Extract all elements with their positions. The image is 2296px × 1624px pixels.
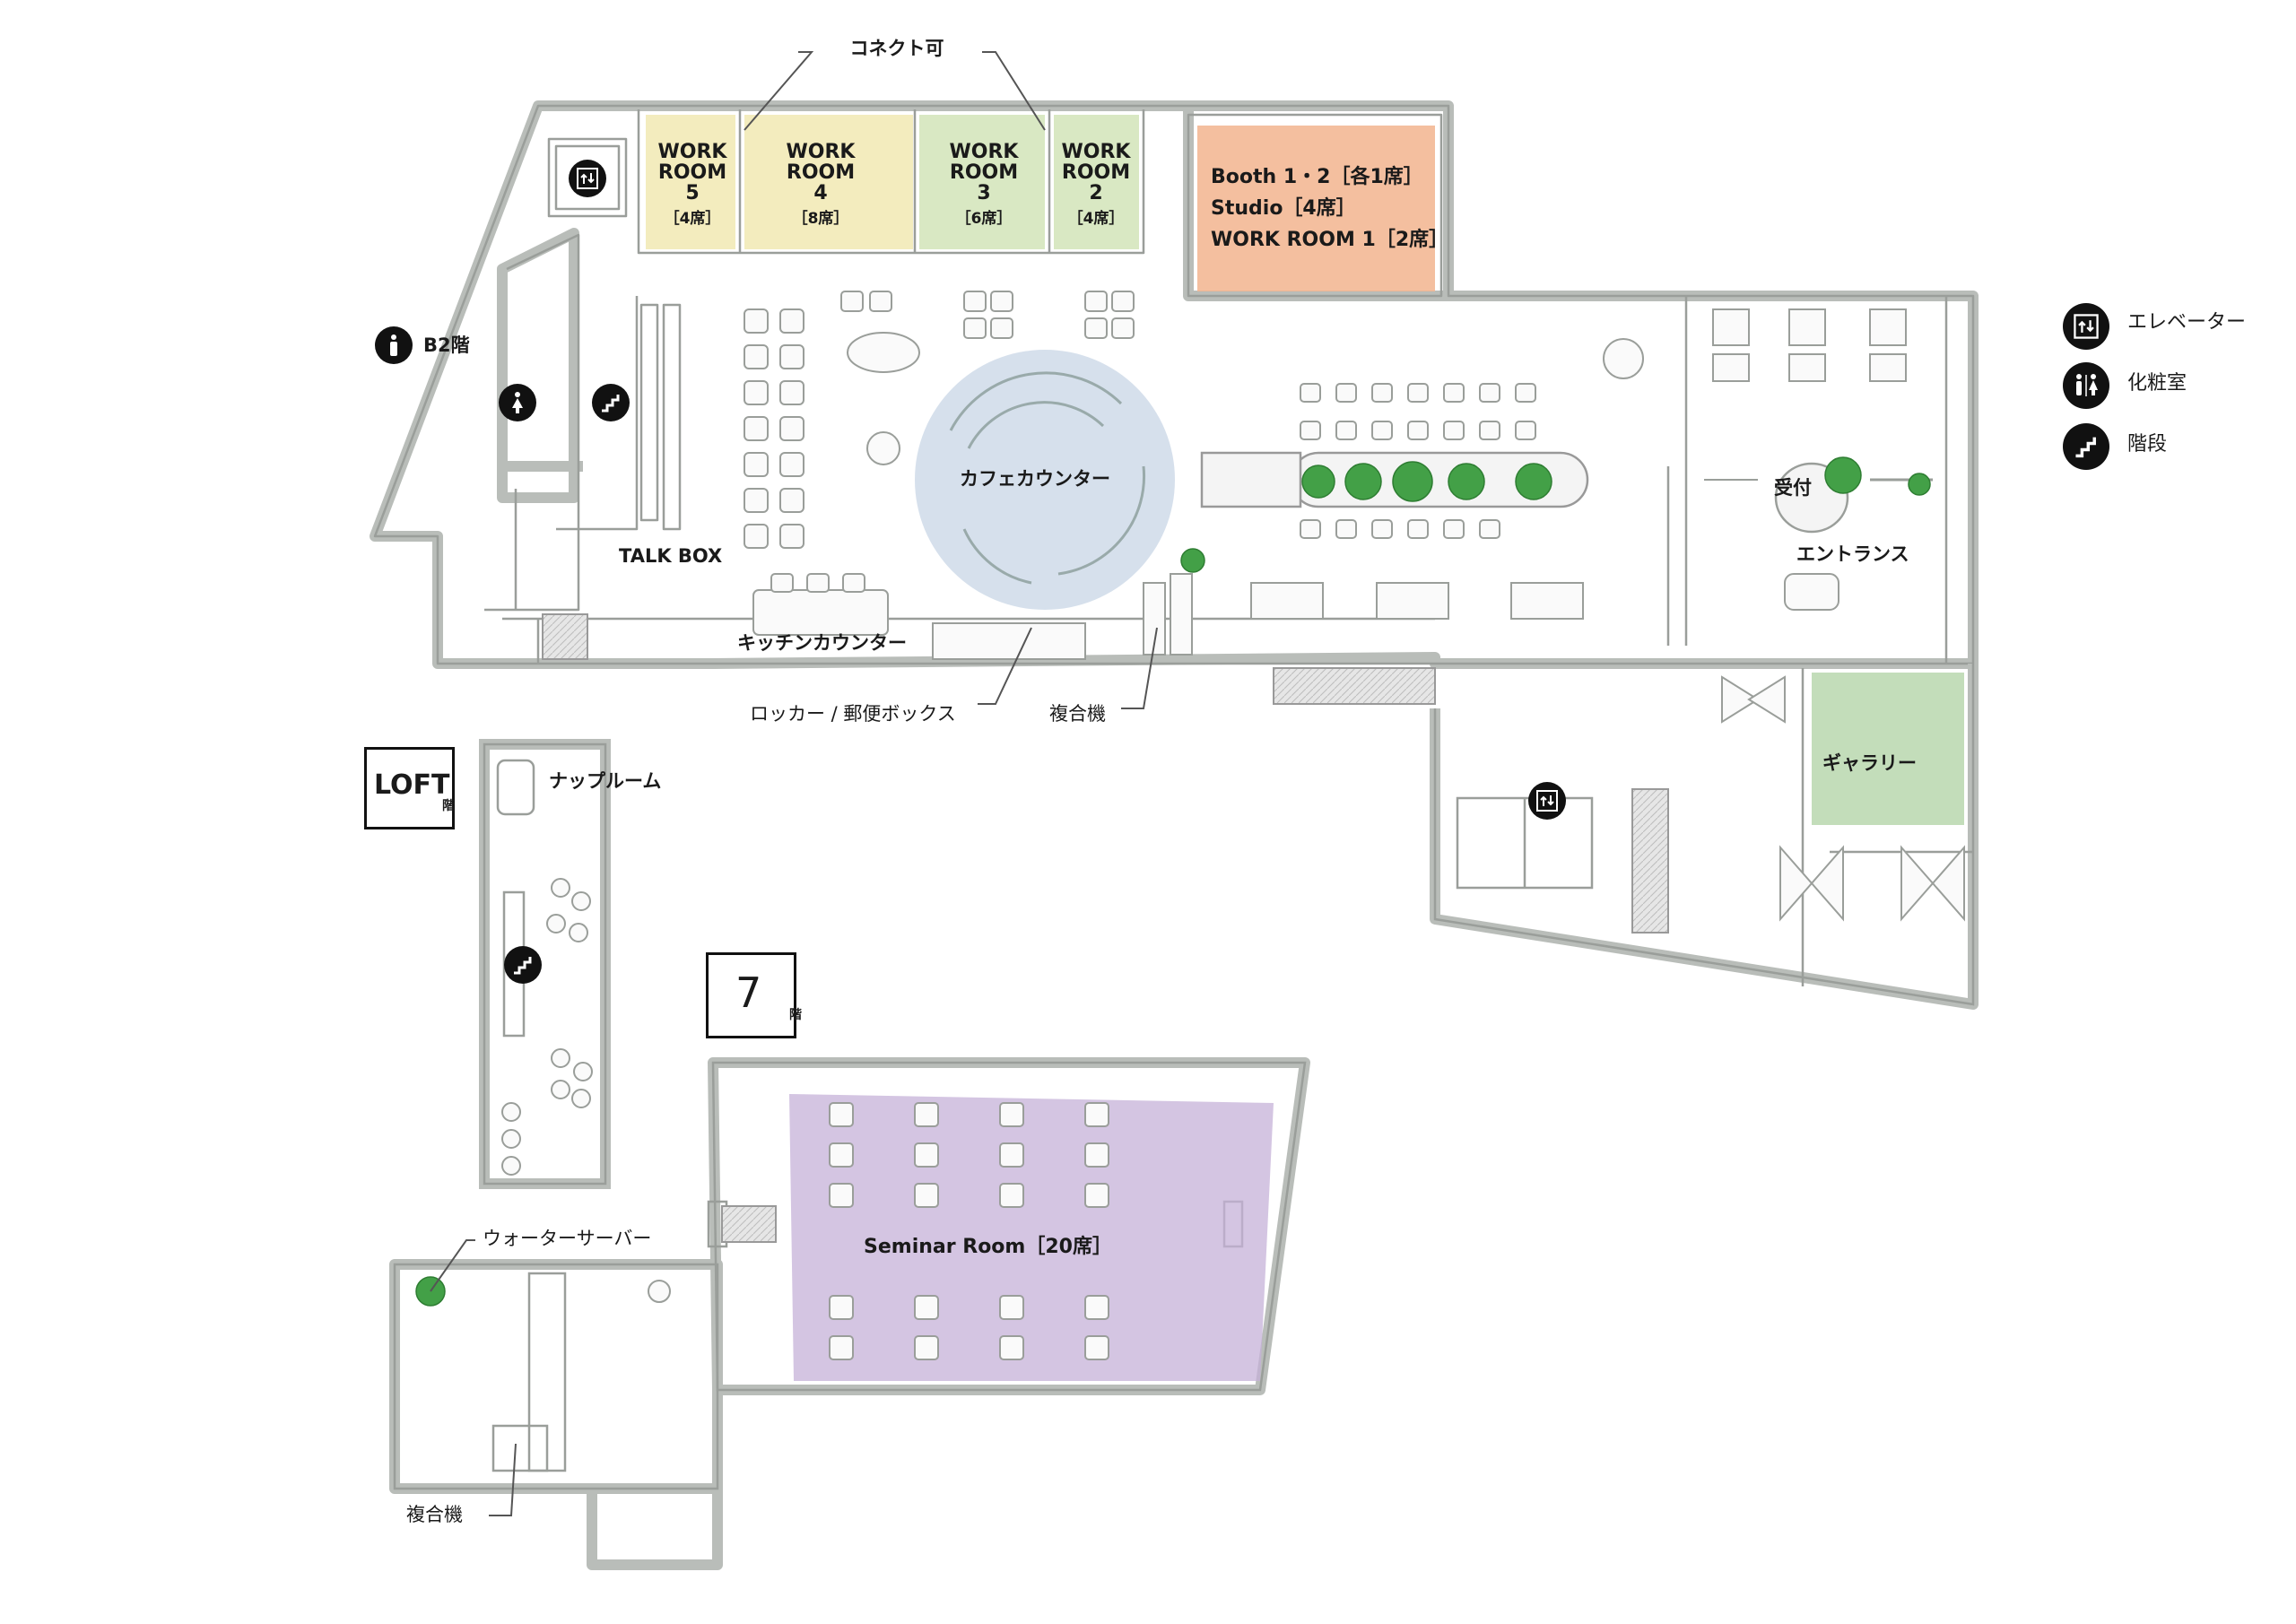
copier-label: 複合機 (1049, 703, 1106, 725)
seminar-room-label: Seminar Room［20席］ (864, 1236, 1112, 1258)
gallery-label: ギャラリー (1822, 752, 1917, 774)
booth-fill (1197, 126, 1435, 291)
stairs-icon (2063, 423, 2109, 470)
legend-label-stairs: 階段 (2127, 433, 2168, 456)
cafe-counter-shape (949, 371, 1146, 585)
elevator-icon (1528, 782, 1566, 820)
work-room-2-label: WORK ROOM 2 (1061, 141, 1131, 205)
legend-label-elevator: エレベーター (2127, 311, 2247, 334)
work-room-5-label: WORK ROOM 5 (657, 141, 727, 205)
legend-label-restroom: 化粧室 (2127, 372, 2187, 395)
connect-label: コネクト可 (849, 38, 944, 59)
work-room-5-seats: ［4席］ (664, 210, 721, 228)
work-room-2-fill (1054, 115, 1139, 249)
loft-detail (483, 743, 607, 1185)
seventh-floor-label: 7 (735, 968, 762, 1017)
work-room-4-fill (744, 115, 913, 249)
work-room-4-seats: ［8席］ (792, 210, 849, 228)
leader-lines (430, 51, 1158, 1516)
copier-7f-label: 複合機 (406, 1504, 463, 1525)
elevator-icon (569, 160, 606, 197)
gallery-fill (1812, 673, 1964, 825)
talk-box-label: TALK BOX (619, 545, 723, 567)
studio-label: Studio［4席］ (1211, 197, 1356, 220)
plants (1180, 456, 1931, 573)
seventh-floor-box: 7 階 (706, 952, 802, 1038)
work-room-3-label: WORK ROOM 3 (949, 141, 1019, 205)
cafe-counter-label: カフェカウンター (960, 468, 1110, 490)
work-room-3-seats: ［6席］ (955, 210, 1013, 228)
b2-label: B2階 (423, 334, 470, 356)
locker-label: ロッカー / 郵便ボックス (750, 703, 956, 725)
elevator-icon (2063, 303, 2109, 350)
work-room-4-label: WORK ROOM 4 (786, 141, 856, 205)
loft-furniture (501, 878, 593, 1176)
loft-kai-label: 階 (442, 799, 455, 813)
restroom-woman-icon (499, 384, 536, 421)
booth-label: Booth 1・2［各1席］ (1211, 166, 1423, 188)
reception-label: 受付 (1774, 477, 1812, 499)
restroom-icon (2063, 362, 2109, 409)
gallery-doors (1721, 675, 1965, 922)
main-floor-detail (373, 104, 1975, 665)
nap-room-label: ナップルーム (549, 770, 662, 792)
stairs-icon (504, 946, 542, 984)
seminar-chairs (829, 1102, 1109, 1360)
seminar-room-fill (789, 1094, 1274, 1381)
loft-floor-label: LOFT (374, 769, 450, 801)
seventh-floor-detail (393, 1061, 1307, 1490)
furniture (744, 291, 1907, 660)
loft-floor-box: LOFT 階 (364, 747, 455, 829)
restroom-man-icon (375, 326, 413, 364)
work-room-2-seats: ［4席］ (1067, 210, 1125, 228)
entrance-label: エントランス (1796, 543, 1909, 565)
cafe-area-fill (915, 350, 1175, 610)
work-room-5-fill (646, 115, 735, 249)
work-room-1-label: WORK ROOM 1［2席］ (1211, 229, 1449, 251)
stairs-icon (592, 384, 630, 421)
water-server-label: ウォーターサーバー (483, 1228, 652, 1249)
seventh-kai-label: 階 (789, 1008, 802, 1022)
kitchen-counter-label: キッチンカウンター (737, 632, 907, 654)
loft-walls (479, 739, 611, 1189)
work-room-3-fill (919, 115, 1045, 249)
